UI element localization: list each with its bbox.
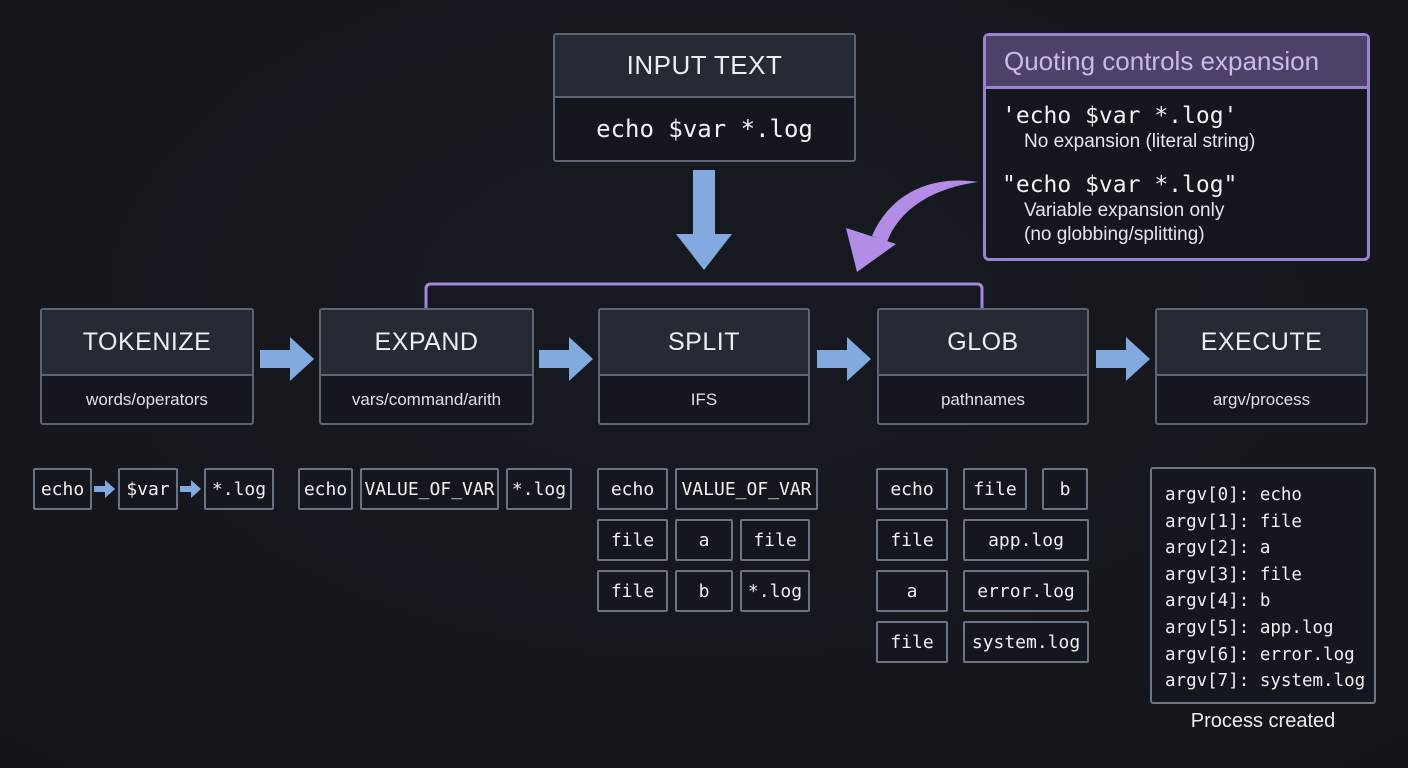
stage-execute-subtitle: argv/process [1212, 389, 1311, 409]
token: file [597, 519, 668, 561]
stage-split-subtitle: IFS [690, 389, 718, 409]
down-arrow-icon [676, 170, 732, 270]
double-quote-note-2: (no globbing/splitting) [1024, 224, 1205, 245]
stage-execute: EXECUTE argv/process [1155, 308, 1368, 425]
token: file [876, 621, 948, 663]
argv-line: argv[3]: file [1165, 564, 1302, 585]
glob-token-row: echo file b [876, 468, 1088, 510]
flow-arrow-icon [817, 337, 871, 381]
token: echo [298, 468, 353, 510]
process-created-caption: Process created [1190, 710, 1336, 732]
split-token-row: echo VALUE_OF_VAR [597, 468, 818, 510]
input-text-box: INPUT TEXT echo $var *.log [553, 33, 856, 162]
quoting-callout-body: 'echo $var *.log' No expansion (literal … [986, 89, 1367, 247]
flow-arrow-icon [1096, 337, 1150, 381]
stage-glob-title: GLOB [879, 310, 1087, 376]
tokenize-token-row: echo $var *.log [33, 468, 274, 510]
token: file [740, 519, 810, 561]
token: b [675, 570, 733, 612]
token: *.log [506, 468, 572, 510]
single-quote-example: 'echo $var *.log' [1002, 103, 1238, 129]
double-quote-note-1: Variable expansion only [1024, 200, 1225, 221]
quoting-callout-box: Quoting controls expansion 'echo $var *.… [983, 33, 1370, 261]
argv-line: argv[2]: a [1165, 538, 1271, 559]
token: b [1042, 468, 1088, 510]
stage-tokenize-title: TOKENIZE [42, 310, 252, 376]
input-command-text: echo $var *.log [596, 115, 813, 143]
token: *.log [204, 468, 274, 510]
argv-line: argv[0]: echo [1165, 485, 1302, 505]
token: file [963, 468, 1027, 510]
glob-token-row: file app.log [876, 519, 1089, 561]
curved-arrow-icon [846, 180, 978, 272]
token: *.log [740, 570, 810, 612]
token: echo [876, 468, 948, 510]
quoting-callout-title: Quoting controls expansion [986, 36, 1367, 89]
quoting-scope-bracket [424, 282, 984, 310]
glob-token-row: a error.log [876, 570, 1089, 612]
token: file [876, 519, 948, 561]
flow-arrow-icon [260, 337, 314, 381]
stage-tokenize-subtitle: words/operators [86, 389, 208, 409]
token: $var [118, 468, 178, 510]
double-quote-example: "echo $var *.log" [1002, 172, 1238, 198]
token: VALUE_OF_VAR [675, 468, 818, 510]
single-quote-note: No expansion (literal string) [1024, 131, 1256, 152]
stage-execute-title: EXECUTE [1157, 310, 1366, 376]
mini-arrow-icon [180, 480, 201, 498]
argv-line: argv[1]: file [1165, 511, 1302, 532]
mini-arrow-icon [94, 480, 115, 498]
stage-expand: EXPAND vars/command/arith [319, 308, 534, 425]
expand-token-row: echo VALUE_OF_VAR *.log [298, 468, 572, 510]
stage-tokenize: TOKENIZE words/operators [40, 308, 254, 425]
split-token-row: file a file [597, 519, 810, 561]
token: a [675, 519, 733, 561]
stage-glob-subtitle: pathnames [940, 389, 1026, 409]
stage-expand-subtitle: vars/command/arith [351, 389, 502, 409]
stage-split-title: SPLIT [600, 310, 808, 376]
stage-split: SPLIT IFS [598, 308, 810, 425]
stage-expand-title: EXPAND [321, 310, 532, 376]
flow-arrow-icon [539, 337, 593, 381]
input-text-title: INPUT TEXT [555, 35, 854, 98]
glob-token-row: file system.log [876, 621, 1089, 663]
token: echo [597, 468, 668, 510]
token: echo [33, 468, 92, 510]
argv-list-box: argv[0]: echo argv[1]: file argv[2]: a a… [1150, 467, 1376, 704]
argv-line: argv[7]: system.log [1165, 671, 1366, 692]
token: error.log [963, 570, 1089, 612]
stage-glob: GLOB pathnames [877, 308, 1089, 425]
token: app.log [963, 519, 1089, 561]
token: file [597, 570, 668, 612]
token: system.log [963, 621, 1089, 663]
argv-line: argv[5]: app.log [1165, 617, 1334, 638]
split-token-row: file b *.log [597, 570, 810, 612]
argv-line: argv[4]: b [1165, 591, 1271, 612]
token: a [876, 570, 948, 612]
token: VALUE_OF_VAR [360, 468, 499, 510]
argv-line: argv[6]: error.log [1165, 644, 1355, 665]
